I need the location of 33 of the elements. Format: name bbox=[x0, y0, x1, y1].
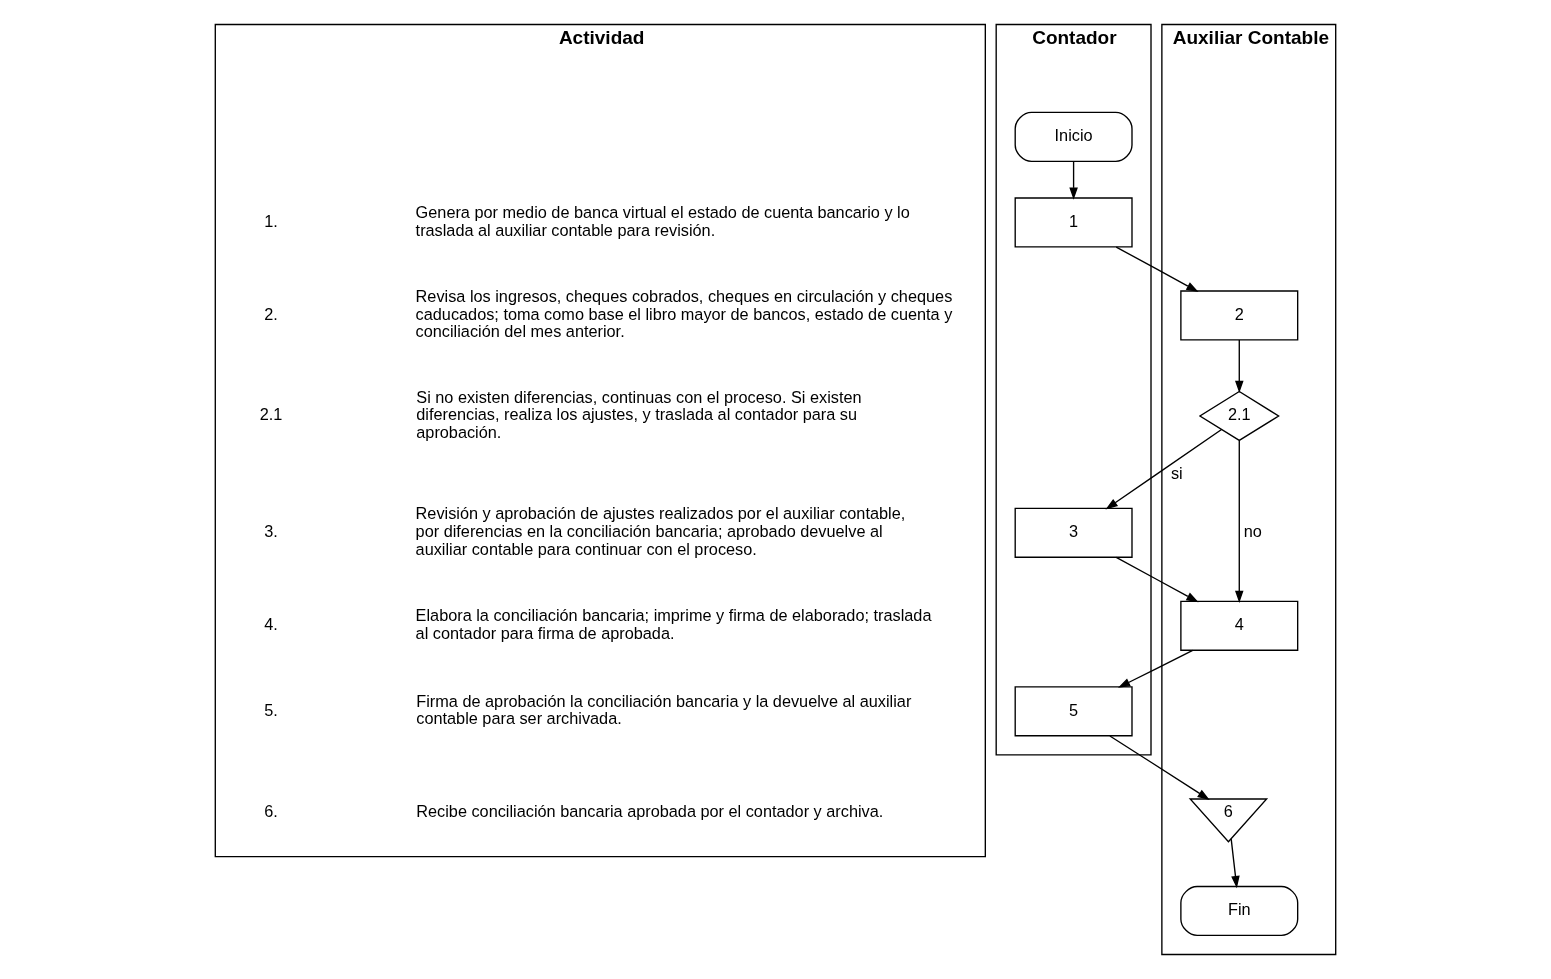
label: 2.1 bbox=[259, 405, 283, 424]
arrow bbox=[1115, 556, 1199, 603]
node-box: 4 bbox=[1180, 600, 1299, 651]
label: Genera por medio de banca virtual el estado de cuenta bancario y lo traslada al auxiliar contable para revisión. bbox=[415, 202, 910, 239]
label: 2. bbox=[264, 304, 278, 323]
arrow bbox=[1115, 246, 1199, 292]
arrow bbox=[1118, 649, 1194, 688]
label: 6. bbox=[264, 802, 278, 821]
label: 5. bbox=[264, 700, 278, 719]
label: Elabora la conciliación bancaria; imprime y firma de elaborado; traslada al contador para firma de aprobada. bbox=[415, 606, 932, 642]
node-box: 3 bbox=[1014, 507, 1133, 558]
label: 1. bbox=[264, 211, 278, 230]
arrow bbox=[1230, 838, 1240, 889]
node-diamond: 2.1 bbox=[1198, 390, 1280, 442]
node-box: Fin bbox=[1180, 885, 1299, 937]
arrow bbox=[1069, 161, 1078, 200]
label: 3. bbox=[264, 521, 278, 540]
arrow bbox=[1105, 428, 1223, 510]
arrow bbox=[1109, 735, 1210, 800]
label: Recibe conciliación bancaria aprobada por el contador y archiva. bbox=[416, 802, 884, 821]
edge-label: no bbox=[1243, 521, 1262, 540]
edge-label: si bbox=[1170, 463, 1183, 482]
label: Revisión y aprobación de ajustes realizados por el auxiliar contable, por diferencias en la conciliación bancaria; aprobado devuelve al auxiliar contable para continuar con el proceso. bbox=[415, 504, 906, 558]
arrow bbox=[1235, 440, 1244, 603]
label: Si no existen diferencias, continuas con el proceso. Si existen diferencias, realiza los ajustes, y traslada al contador para su aprobación. bbox=[416, 387, 862, 441]
label: 4. bbox=[264, 615, 278, 634]
node-box: 5 bbox=[1014, 686, 1133, 737]
node-box: 2 bbox=[1180, 290, 1299, 341]
node-box: Inicio bbox=[1014, 111, 1133, 162]
label: Revisa los ingresos, cheques cobrados, cheques en circulación y cheques caducados; toma como base el libro mayor de bancos, estado de cuenta y conciliación del mes anterior. bbox=[415, 287, 953, 341]
node-box: 1 bbox=[1014, 197, 1133, 248]
arrow bbox=[1235, 339, 1244, 393]
label: Firma de aprobación la conciliación bancaria y la devuelve al auxiliar contable para ser archivada. bbox=[416, 691, 912, 728]
